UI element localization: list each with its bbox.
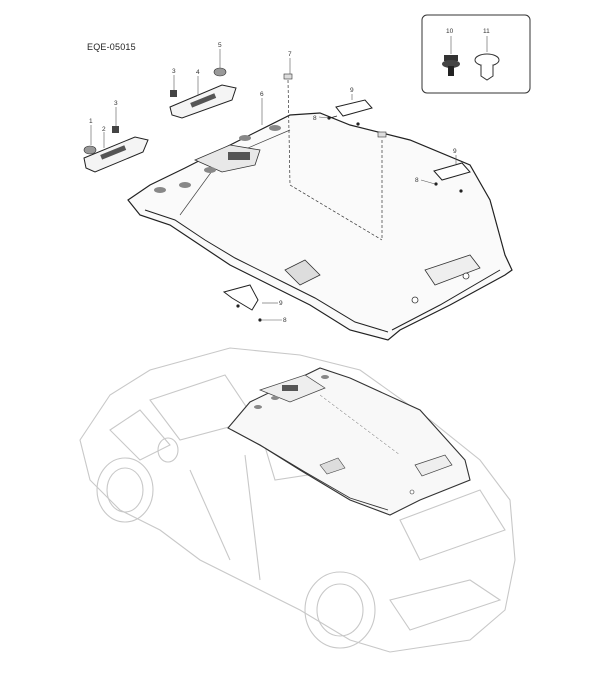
- grab-handle-front: [222, 284, 262, 322]
- vehicle-headliner: [227, 367, 471, 516]
- callout-4: 4: [196, 69, 200, 76]
- clip-icon: [283, 73, 293, 80]
- callout-2: 2: [102, 126, 106, 133]
- sun-visor-right: [169, 67, 237, 119]
- callout-3: 3: [114, 100, 118, 107]
- clip-icon: [377, 131, 387, 138]
- callout-labels: 1 2 3 3 4 5 6 7 8 9 8 9 9 8 10 11: [89, 28, 490, 324]
- headliner: [127, 79, 513, 341]
- callout-leaders: [90, 49, 457, 321]
- callout-5: 5: [218, 42, 222, 49]
- callout-3b: 3: [172, 68, 176, 75]
- callout-10: 10: [446, 28, 454, 35]
- callout-9c: 9: [279, 300, 283, 307]
- callout-9b: 9: [453, 148, 457, 155]
- push-clip-icon: [474, 36, 500, 81]
- callout-7: 7: [288, 51, 292, 58]
- callout-8c: 8: [283, 317, 287, 324]
- fastener-inset: [421, 14, 531, 94]
- callout-11: 11: [483, 28, 490, 35]
- diagram-code: EQE-05015: [87, 42, 136, 52]
- callout-6: 6: [260, 91, 264, 98]
- sun-visor-left: [83, 126, 149, 173]
- callout-8a: 8: [313, 115, 317, 122]
- callout-9a: 9: [350, 87, 354, 94]
- screw-icon: [442, 36, 460, 76]
- grab-handle-side: [433, 162, 471, 193]
- callout-8b: 8: [415, 177, 419, 184]
- vehicle-outline: [79, 347, 516, 653]
- callout-1: 1: [89, 118, 93, 125]
